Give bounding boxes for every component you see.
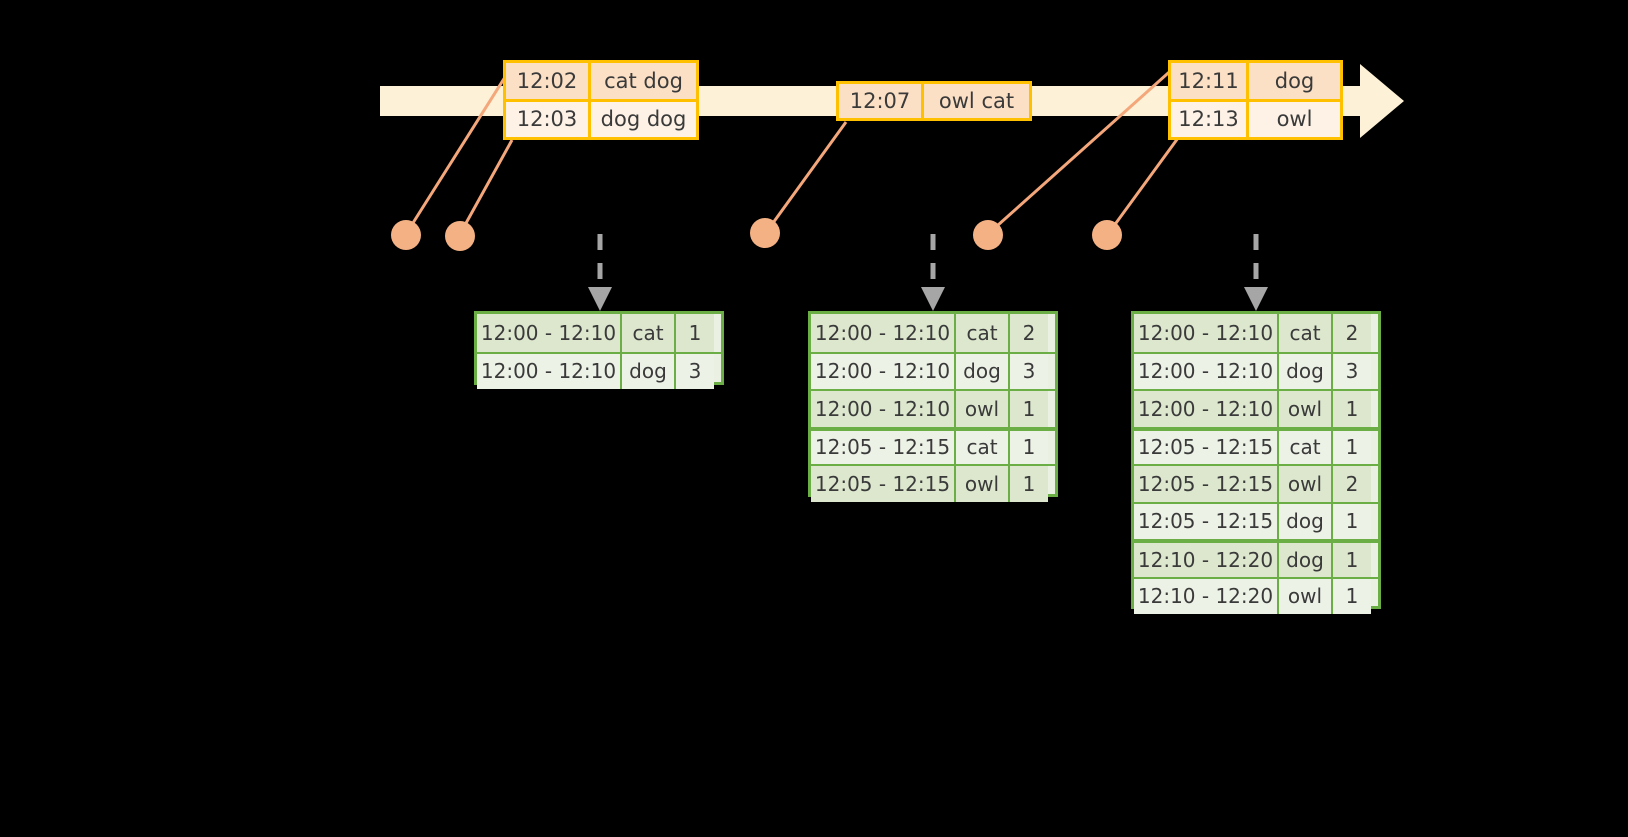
event-row[interactable]: 12:07 owl cat xyxy=(839,84,1029,118)
cell-count: 1 xyxy=(1010,466,1048,502)
event-time: 12:02 xyxy=(506,63,591,99)
result-table-3[interactable]: 12:00 - 12:10 cat 2 12:00 - 12:10 dog 3 … xyxy=(1131,311,1381,614)
cell-word: cat xyxy=(1279,430,1333,464)
cell-count: 1 xyxy=(1333,391,1371,427)
cell-word: dog xyxy=(956,353,1010,389)
cell-word: owl xyxy=(1279,466,1333,502)
table-row[interactable]: 12:05 - 12:15 owl 2 xyxy=(1134,464,1378,502)
table-row[interactable]: 12:00 - 12:10 dog 3 xyxy=(477,351,721,389)
cell-count: 1 xyxy=(1333,543,1371,577)
dashed-arrow-2-head xyxy=(921,287,945,311)
connector-line-1 xyxy=(404,65,514,235)
cell-word: cat xyxy=(1279,314,1333,352)
event-time: 12:03 xyxy=(506,101,591,137)
result-table-1[interactable]: 12:00 - 12:10 cat 1 12:00 - 12:10 dog 3 xyxy=(474,311,724,389)
table-row[interactable]: 12:00 - 12:10 cat 2 xyxy=(1134,314,1378,352)
cell-count: 1 xyxy=(1010,391,1048,427)
cell-word: dog xyxy=(622,353,676,389)
table-row[interactable]: 12:00 - 12:10 dog 3 xyxy=(1134,351,1378,389)
connector-line-5 xyxy=(1106,137,1180,235)
table-row[interactable]: 12:00 - 12:10 cat 1 xyxy=(477,314,721,352)
cell-word: owl xyxy=(1279,578,1333,614)
cell-count: 1 xyxy=(676,314,714,352)
table-row[interactable]: 12:05 - 12:15 dog 1 xyxy=(1134,501,1378,539)
cell-word: dog xyxy=(1279,353,1333,389)
cell-window: 12:00 - 12:10 xyxy=(477,353,622,389)
event-marker-dot xyxy=(1092,220,1122,250)
event-group-2[interactable]: 12:07 owl cat xyxy=(836,81,1032,121)
event-row[interactable]: 12:03 dog dog xyxy=(506,98,696,137)
table-row[interactable]: 12:00 - 12:10 owl 1 xyxy=(1134,389,1378,427)
cell-window: 12:10 - 12:20 xyxy=(1134,543,1279,577)
cell-count: 1 xyxy=(1010,430,1048,464)
event-row[interactable]: 12:13 owl xyxy=(1171,98,1340,137)
cell-count: 3 xyxy=(1010,353,1048,389)
dashed-arrow-3-head xyxy=(1244,287,1268,311)
cell-window: 12:05 - 12:15 xyxy=(1134,430,1279,464)
dashed-arrow-1-head xyxy=(588,287,612,311)
cell-word: cat xyxy=(622,314,676,352)
event-words: owl cat xyxy=(938,89,1015,113)
cell-word: dog xyxy=(1279,543,1333,577)
connector-line-2 xyxy=(458,139,514,235)
cell-window: 12:00 - 12:10 xyxy=(1134,391,1279,427)
cell-count: 1 xyxy=(1333,578,1371,614)
event-marker-dot xyxy=(445,221,475,251)
table-row[interactable]: 12:05 - 12:15 cat 1 xyxy=(1134,426,1378,464)
cell-window: 12:05 - 12:15 xyxy=(811,430,956,464)
cell-word: dog xyxy=(1279,503,1333,539)
cell-window: 12:00 - 12:10 xyxy=(1134,353,1279,389)
event-group-3[interactable]: 12:11 dog 12:13 owl xyxy=(1168,60,1343,140)
event-group-1[interactable]: 12:02 cat dog 12:03 dog dog xyxy=(503,60,699,140)
event-words: dog xyxy=(1274,68,1315,93)
cell-window: 12:05 - 12:15 xyxy=(811,466,956,502)
event-row[interactable]: 12:11 dog xyxy=(1171,63,1340,99)
event-marker-dot xyxy=(750,218,780,248)
event-row[interactable]: 12:02 cat dog xyxy=(506,63,696,99)
cell-count: 3 xyxy=(1333,353,1371,389)
cell-window: 12:00 - 12:10 xyxy=(1134,314,1279,352)
event-marker-dot xyxy=(973,220,1003,250)
table-row[interactable]: 12:05 - 12:15 cat 1 xyxy=(811,426,1055,464)
table-row[interactable]: 12:05 - 12:15 owl 1 xyxy=(811,464,1055,502)
table-row[interactable]: 12:00 - 12:10 owl 1 xyxy=(811,389,1055,427)
table-row[interactable]: 12:10 - 12:20 owl 1 xyxy=(1134,576,1378,614)
event-time: 12:13 xyxy=(1171,101,1249,137)
cell-count: 3 xyxy=(676,353,714,389)
cell-word: owl xyxy=(956,466,1010,502)
cell-word: cat xyxy=(956,430,1010,464)
cell-window: 12:00 - 12:10 xyxy=(477,314,622,352)
cell-window: 12:10 - 12:20 xyxy=(1134,578,1279,614)
cell-window: 12:00 - 12:10 xyxy=(811,314,956,352)
cell-window: 12:00 - 12:10 xyxy=(811,391,956,427)
connector-line-3 xyxy=(763,121,848,235)
event-words: cat dog xyxy=(604,68,683,93)
table-row[interactable]: 12:00 - 12:10 cat 2 xyxy=(811,314,1055,352)
event-words: dog dog xyxy=(600,107,687,132)
cell-count: 2 xyxy=(1010,314,1048,352)
event-time: 12:11 xyxy=(1171,63,1249,99)
cell-count: 2 xyxy=(1333,314,1371,352)
event-marker-dot xyxy=(391,220,421,250)
table-row[interactable]: 12:10 - 12:20 dog 1 xyxy=(1134,539,1378,577)
cell-count: 1 xyxy=(1333,503,1371,539)
cell-word: cat xyxy=(956,314,1010,352)
cell-count: 2 xyxy=(1333,466,1371,502)
table-row[interactable]: 12:00 - 12:10 dog 3 xyxy=(811,351,1055,389)
cell-window: 12:05 - 12:15 xyxy=(1134,503,1279,539)
event-words: owl xyxy=(1276,107,1313,132)
cell-window: 12:00 - 12:10 xyxy=(811,353,956,389)
event-time: 12:07 xyxy=(839,84,924,118)
cell-word: owl xyxy=(1279,391,1333,427)
cell-count: 1 xyxy=(1333,430,1371,464)
cell-window: 12:05 - 12:15 xyxy=(1134,466,1279,502)
cell-word: owl xyxy=(956,391,1010,427)
result-table-2[interactable]: 12:00 - 12:10 cat 2 12:00 - 12:10 dog 3 … xyxy=(808,311,1058,502)
